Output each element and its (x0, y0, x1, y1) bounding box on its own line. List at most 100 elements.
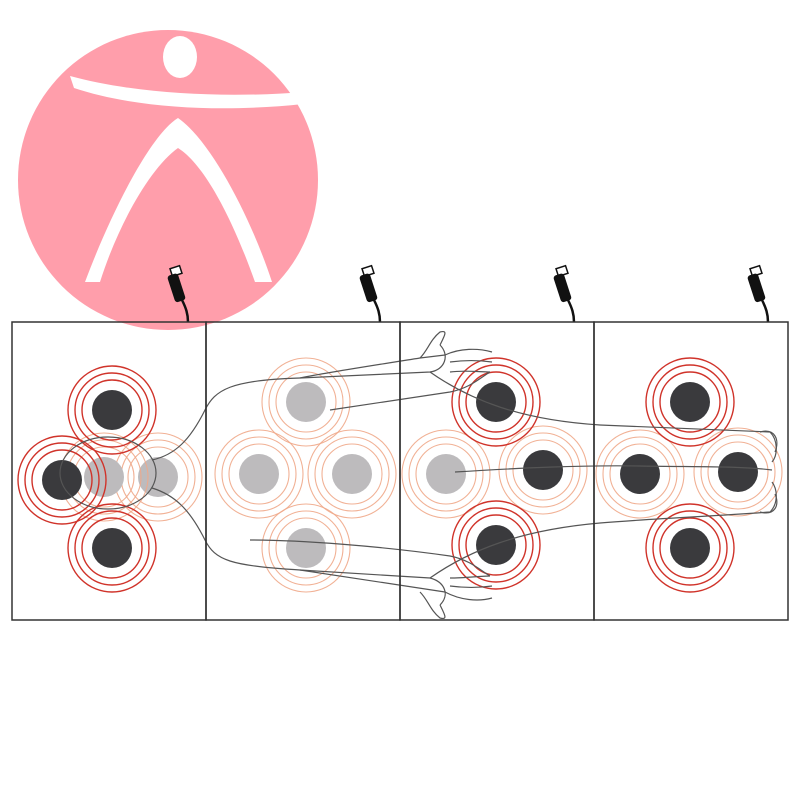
heating-pad (451, 500, 541, 590)
heat-ring (275, 517, 337, 579)
pad-core (42, 460, 82, 500)
body-hand-top (419, 330, 493, 373)
pad-core (426, 454, 466, 494)
pad-core (332, 454, 372, 494)
cable-wire (372, 299, 382, 323)
heat-ring (261, 357, 351, 447)
heating-pad (67, 365, 157, 455)
pad-core (286, 382, 326, 422)
cable-wire (566, 299, 576, 323)
pad-core (92, 390, 132, 430)
heating-pad (645, 503, 735, 593)
body-outline (59, 330, 778, 620)
heat-ring (465, 371, 527, 433)
heating-pad (113, 432, 203, 522)
heat-ring (645, 503, 735, 593)
heat-ring (127, 446, 189, 508)
heat-ring (659, 517, 721, 579)
pad-core (718, 452, 758, 492)
heat-ring (74, 372, 150, 448)
logo (18, 30, 318, 330)
logo-head (163, 36, 197, 78)
pad-core (286, 528, 326, 568)
mat-panels (11, 321, 789, 621)
body-leg-top (429, 371, 777, 463)
heat-ring (81, 517, 143, 579)
heat-ring (609, 443, 671, 505)
body-leg-gap (454, 465, 773, 473)
cable-wire (760, 299, 770, 323)
heating-pad (645, 357, 735, 447)
heating-pad (595, 429, 685, 519)
body-arm-top (299, 354, 491, 411)
heat-ring (458, 507, 534, 583)
heat-ring (275, 371, 337, 433)
heating-pad (307, 429, 397, 519)
pad-core (670, 528, 710, 568)
pad-core (476, 382, 516, 422)
heating-pad (498, 425, 588, 515)
plug-body (167, 273, 186, 303)
heat-ring (602, 436, 678, 512)
heat-ring (307, 429, 397, 519)
heat-ring (74, 510, 150, 586)
heat-ring (595, 429, 685, 519)
heating-pad (67, 503, 157, 593)
heating-pad (261, 357, 351, 447)
figure-in-circle-logo-icon (70, 36, 305, 282)
heat-ring (652, 364, 728, 440)
heat-ring (401, 429, 491, 519)
heat-ring (465, 514, 527, 576)
mat-panel (593, 321, 789, 621)
heating-pad (451, 357, 541, 447)
plug-body (553, 273, 572, 303)
body-torso-bottom (151, 487, 446, 606)
heating-pad (693, 427, 783, 517)
heating-pads (17, 357, 783, 593)
usb-plug-icon (359, 264, 382, 323)
heat-ring (645, 357, 735, 447)
logo-legs (85, 118, 272, 282)
logo-arms (70, 76, 305, 109)
heat-ring (67, 503, 157, 593)
heat-ring (512, 439, 574, 501)
body-leg-bottom (429, 481, 777, 579)
heat-ring (659, 371, 721, 433)
heat-ring (458, 364, 534, 440)
heat-ring (652, 510, 728, 586)
cables (167, 264, 770, 323)
cable-wire (180, 299, 190, 323)
pad-core (138, 457, 178, 497)
pad-core (84, 457, 124, 497)
heating-pad (17, 435, 107, 525)
heat-ring (228, 443, 290, 505)
pad-core (92, 528, 132, 568)
pad-core (476, 525, 516, 565)
heat-ring (505, 432, 581, 508)
heat-ring (268, 510, 344, 586)
heat-ring (31, 449, 93, 511)
usb-plug-icon (747, 264, 770, 323)
heat-ring (693, 427, 783, 517)
body-torso-top (151, 344, 446, 461)
heating-pad (214, 429, 304, 519)
heat-ring (415, 443, 477, 505)
body-head (59, 436, 157, 510)
heat-ring (268, 364, 344, 440)
pad-core (620, 454, 660, 494)
heat-ring (214, 429, 304, 519)
pad-core (239, 454, 279, 494)
pad-core (523, 450, 563, 490)
usb-plug-icon (553, 264, 576, 323)
logo-circle (18, 30, 318, 330)
heat-ring (261, 503, 351, 593)
heat-ring (321, 443, 383, 505)
heat-ring (451, 500, 541, 590)
heat-ring (221, 436, 297, 512)
heat-ring (17, 435, 107, 525)
plug-body (359, 273, 378, 303)
heat-ring (700, 434, 776, 510)
body-arm-bottom (249, 539, 491, 593)
body-hand-bottom (419, 575, 493, 620)
